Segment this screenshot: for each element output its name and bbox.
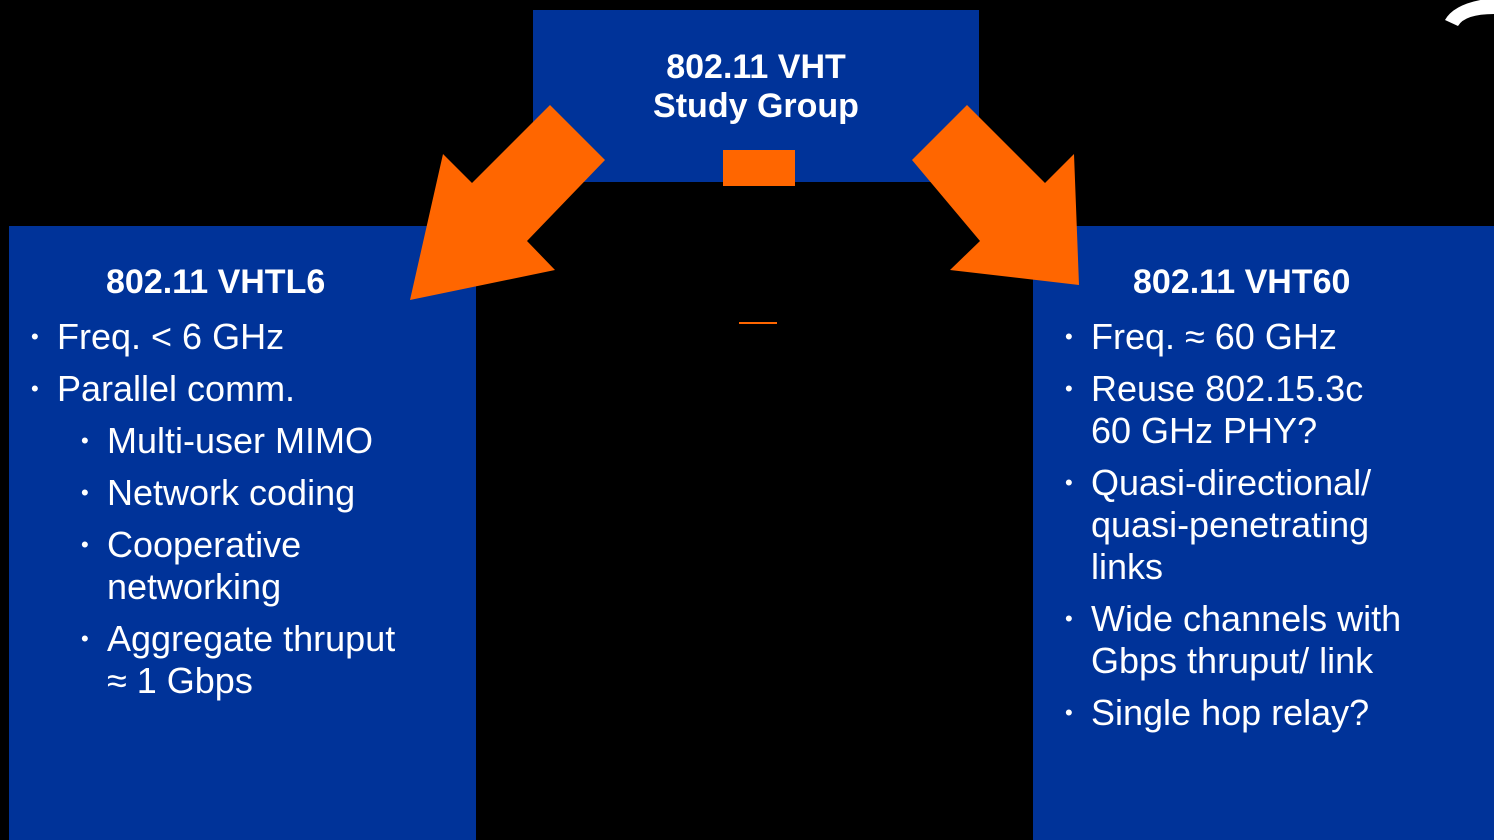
- bullet-item: •Single hop relay?: [1065, 692, 1370, 733]
- bullet-item: •Freq. < 6 GHz: [31, 316, 285, 357]
- vht60-heading: 802.11 VHT60: [1133, 263, 1351, 301]
- sub-bullet-item: •Multi-user MIMO: [81, 420, 374, 461]
- study-group-title-line2: Study Group: [653, 87, 859, 125]
- study-group-title: 802.11 VHT Study Group: [533, 48, 979, 126]
- vhtl6-bullet-list: •Freq. < 6 GHz •Parallel comm. •Multi-us…: [29, 316, 469, 712]
- bullet-icon: •: [1065, 376, 1073, 401]
- bullet-icon: •: [31, 376, 39, 401]
- bullet-icon: •: [1065, 606, 1073, 631]
- bullet-icon: •: [81, 626, 89, 651]
- vhtl6-heading: 802.11 VHTL6: [106, 263, 326, 301]
- sub-bullet-item: •Network coding: [81, 472, 356, 513]
- bullet-icon: •: [81, 532, 89, 557]
- bullet-icon: •: [81, 428, 89, 453]
- logo-arc-icon: [1445, 0, 1494, 26]
- center-accent-line: [739, 322, 777, 324]
- sub-bullet-item: •Aggregate thruput≈ 1 Gbps: [81, 618, 396, 701]
- bullet-icon: •: [31, 324, 39, 349]
- bullet-icon: •: [1065, 470, 1073, 495]
- bullet-icon: •: [1065, 700, 1073, 725]
- study-group-title-line1: 802.11 VHT: [666, 48, 846, 86]
- arrow-to-vhtl6: [410, 105, 605, 300]
- top-connector-bar: [723, 150, 795, 186]
- arrow-to-vht60: [912, 105, 1079, 285]
- bullet-icon: •: [81, 480, 89, 505]
- bullet-icon: •: [1065, 324, 1073, 349]
- bullet-item: •Parallel comm.: [31, 368, 296, 409]
- vhtl6-box: 802.11 VHTL6 •Freq. < 6 GHz •Parallel co…: [9, 226, 476, 840]
- bullet-item: •Freq. ≈ 60 GHz: [1065, 316, 1337, 357]
- vht60-box: 802.11 VHT60 •Freq. ≈ 60 GHz •Reuse 802.…: [1033, 226, 1494, 840]
